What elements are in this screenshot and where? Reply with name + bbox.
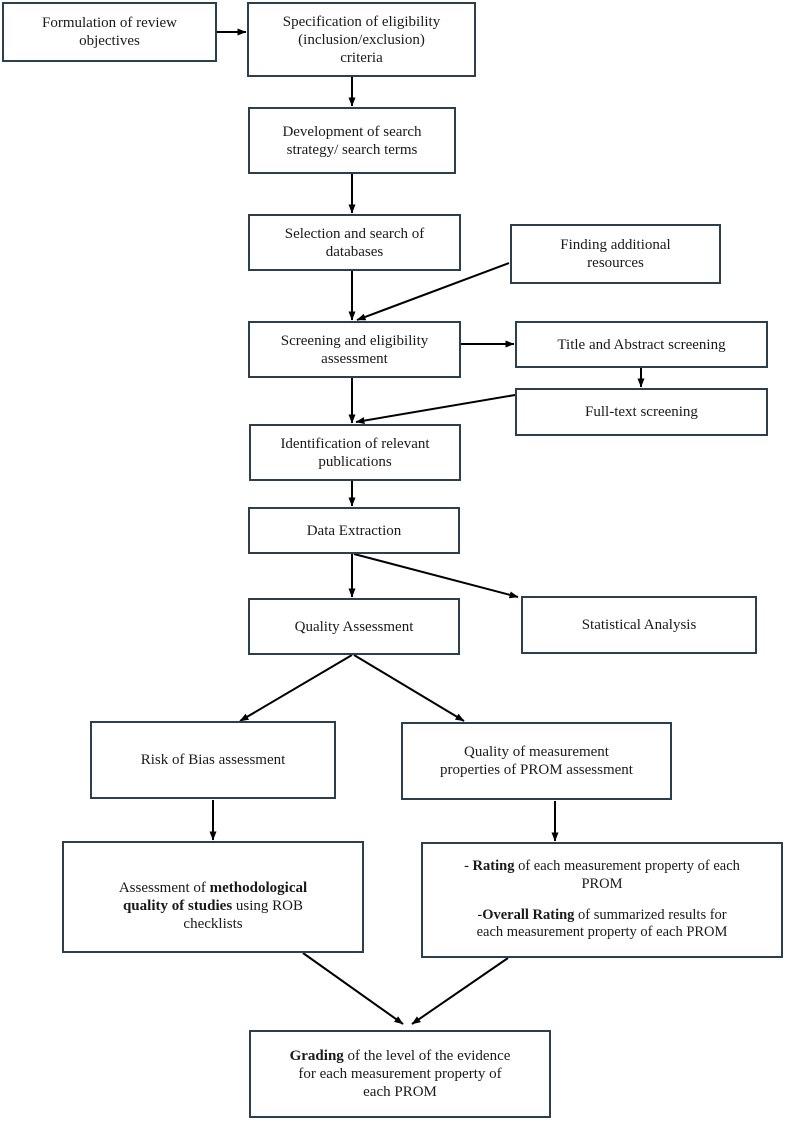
node-specification-of-eligibility[interactable]: Specification of eligibility (inclusion/…: [247, 2, 476, 77]
node-assessment-methodological-quality[interactable]: Assessment of methodological quality of …: [62, 841, 364, 953]
connector-finding-screening: [356, 262, 510, 321]
text-part: Assessment of: [118, 880, 210, 896]
connector-assessment-grading: [302, 952, 404, 1025]
connector-qualityassessment-qualitymeasurement: [353, 654, 465, 722]
node-risk-of-bias-assessment[interactable]: Risk of Bias assessment: [90, 721, 336, 799]
node-label: Finding additional resources: [560, 237, 671, 271]
node-label: Identification of relevant publications: [280, 435, 430, 470]
node-rating-of-measurement-properties[interactable]: - Rating of each measurement property of…: [421, 842, 783, 958]
text-bold: methodological: [209, 880, 308, 896]
node-label: Screening and eligibility assessment: [280, 332, 429, 367]
text-bold: Rating: [472, 858, 515, 875]
node-label: Assessment of methodological quality of …: [70, 861, 356, 933]
node-label: Risk of Bias assessment: [140, 752, 286, 768]
node-label: Grading of the level of the evidence for…: [257, 1047, 543, 1101]
node-label: Full-text screening: [585, 404, 698, 420]
node-full-text-screening[interactable]: Full-text screening: [515, 388, 768, 436]
text-part: of summarized results for each measureme…: [476, 907, 728, 941]
rating-line-1: - Rating of each measurement property of…: [429, 858, 775, 893]
text-bold: quality of studies: [122, 898, 233, 914]
node-label: Formulation of review objectives: [42, 15, 177, 49]
node-development-of-search-strategy[interactable]: Development of search strategy/ search t…: [248, 107, 456, 174]
node-label: Title and Abstract screening: [557, 336, 726, 353]
node-label: Development of search strategy/ search t…: [282, 123, 422, 158]
text-bold: Overall Rating: [482, 907, 575, 923]
node-grading-of-level-of-evidence[interactable]: Grading of the level of the evidence for…: [249, 1030, 551, 1118]
connector-rating-grading: [411, 957, 509, 1025]
rating-line-2: -Overall Rating of summarized results fo…: [429, 907, 775, 942]
node-label: Quality of measurement properties of PRO…: [440, 744, 633, 778]
text-part: of each measurement property of each PRO…: [518, 858, 740, 892]
text-part: of the level of the evidence for each me…: [298, 1048, 511, 1100]
connector-qualityassessment-riskofbias: [239, 654, 353, 722]
text-part: -: [477, 907, 483, 923]
node-label: Data Extraction: [306, 522, 402, 539]
node-quality-of-measurement-properties[interactable]: Quality of measurement properties of PRO…: [401, 722, 672, 800]
node-finding-additional-resources[interactable]: Finding additional resources: [510, 224, 721, 284]
node-screening-and-eligibility-assessment[interactable]: Screening and eligibility assessment: [248, 321, 461, 378]
node-data-extraction[interactable]: Data Extraction: [248, 507, 460, 554]
node-title-and-abstract-screening[interactable]: Title and Abstract screening: [515, 321, 768, 368]
node-label: Statistical Analysis: [581, 617, 697, 633]
node-formulation-of-review-objectives[interactable]: Formulation of review objectives: [2, 2, 217, 62]
text-bold: Grading: [289, 1048, 344, 1064]
connector-fulltext-identification: [355, 394, 516, 425]
connector-dataextraction-statistical: [353, 553, 519, 599]
text-part: using ROB checklists: [183, 898, 304, 932]
node-label: Selection and search of databases: [284, 225, 425, 260]
node-statistical-analysis[interactable]: Statistical Analysis: [521, 596, 757, 654]
text-part: -: [464, 858, 473, 875]
node-label: Specification of eligibility (inclusion/…: [282, 13, 441, 66]
node-label: Quality Assessment: [294, 618, 414, 635]
node-identification-of-relevant-publications[interactable]: Identification of relevant publications: [249, 424, 461, 481]
node-quality-assessment[interactable]: Quality Assessment: [248, 598, 460, 655]
node-selection-and-search-of-databases[interactable]: Selection and search of databases: [248, 214, 461, 271]
